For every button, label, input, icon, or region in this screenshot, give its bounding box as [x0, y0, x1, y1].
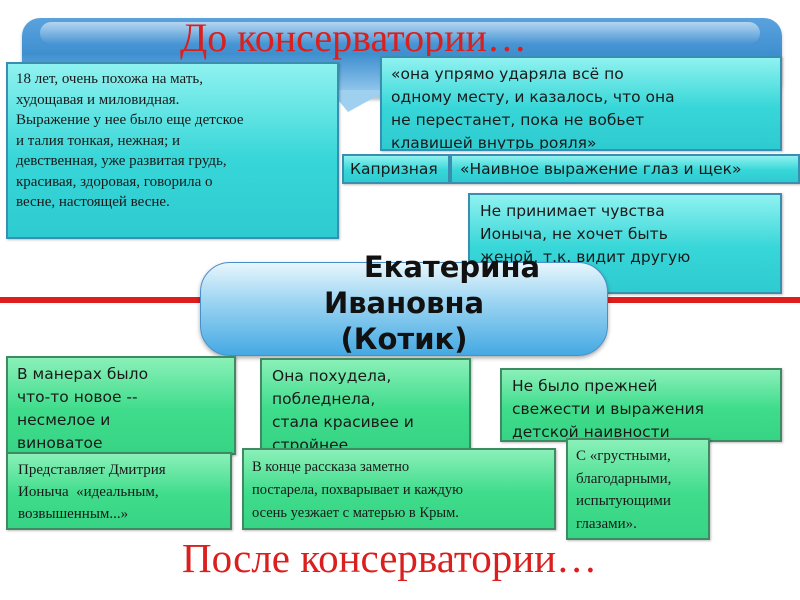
text-line: несмелое и: [17, 411, 111, 429]
manners-box: В манерах было что-то новое -- несмелое …: [6, 356, 236, 455]
naive-eyes-box: «Наивное выражение глаз и щек»: [450, 154, 800, 184]
text-line: Капризная: [350, 160, 438, 178]
rejects-box: Не принимает чувства Ионыча, не хочет бы…: [468, 193, 782, 294]
text-line: Ионыча, не хочет быть: [480, 225, 668, 243]
text-line: Выражение у нее было еще детское: [16, 112, 244, 128]
text-line: стала красивее и: [272, 413, 414, 431]
text-line: одному месту, и казалось, что она: [391, 88, 675, 106]
text-line: Не принимает чувства: [480, 202, 665, 220]
text-line: испытующими: [576, 493, 671, 509]
name-line-2: Ивановна: [323, 286, 485, 320]
capricious-box: Капризная: [342, 154, 450, 184]
text-line: красивая, здоровая, говорила о: [16, 173, 213, 190]
text-line: не перестанет, пока не вобьет: [391, 111, 645, 129]
text-line: Ионыча «идеальным,: [18, 484, 159, 500]
end-story-box: В конце рассказа заметно постарела, похв…: [242, 448, 556, 530]
speech-pointer: [330, 90, 388, 112]
text-line: осень уезжает с матерью в Крым.: [252, 505, 459, 521]
sad-eyes-box: С «грустными, благодарными, испытующими …: [566, 438, 710, 540]
text-line: виноватое: [17, 434, 103, 452]
text-line: детской наивности: [512, 423, 670, 441]
ideal-box: Представляет Дмитрия Ионыча «идеальным, …: [6, 452, 232, 530]
text-line: женой, т.к. видит другую: [480, 248, 691, 266]
character-name: Екатерина Ивановна (Котик): [200, 249, 608, 360]
text-line: глазами».: [576, 515, 637, 532]
banner-shine: [40, 22, 760, 44]
text-line: В манерах было: [17, 365, 149, 383]
text-line: Не было прежней: [512, 377, 658, 395]
text-line: Она похудела,: [272, 367, 392, 385]
appearance-box: 18 лет, очень похожа на мать, худощавая …: [6, 62, 339, 239]
text-line: что-то новое --: [17, 388, 138, 406]
text-line: клавишей внутрь рояля»: [391, 134, 597, 151]
text-line: «она упрямо ударяла всё по: [391, 65, 624, 83]
title-after-conservatory: После консерватории…: [182, 535, 598, 581]
text-line: постарела, похварывает и каждую: [252, 482, 463, 498]
name-line-1: Екатерина: [363, 250, 541, 284]
text-line: благодарными,: [576, 470, 672, 487]
text-line: худощавая и миловидная.: [16, 91, 180, 108]
text-line: свежести и выражения: [512, 400, 704, 418]
text-line: «Наивное выражение глаз и щек»: [460, 160, 742, 178]
text-line: и талия тонкая, нежная; и: [16, 132, 181, 149]
name-line-3: (Котик): [340, 322, 468, 356]
text-line: стройнее: [272, 436, 349, 451]
text-line: С «грустными,: [576, 448, 671, 464]
text-line: весне, настоящей весне.: [16, 194, 170, 210]
character-name-box: [200, 262, 608, 356]
text-line: Представляет Дмитрия: [18, 462, 166, 478]
text-line: возвышенным...»: [18, 506, 129, 522]
text-line: 18 лет, очень похожа на мать,: [16, 71, 203, 87]
title-before-conservatory: До консерватории…: [180, 15, 527, 60]
no-freshness-box: Не было прежней свежести и выражения дет…: [500, 368, 782, 442]
piano-quote-box: «она упрямо ударяла всё по одному месту,…: [380, 56, 782, 151]
text-line: В конце рассказа заметно: [252, 459, 410, 475]
thinner-box: Она похудела, побледнела, стала красивее…: [260, 358, 471, 451]
text-line: девственная, уже развитая грудь,: [16, 153, 227, 169]
text-line: побледнела,: [272, 390, 376, 408]
